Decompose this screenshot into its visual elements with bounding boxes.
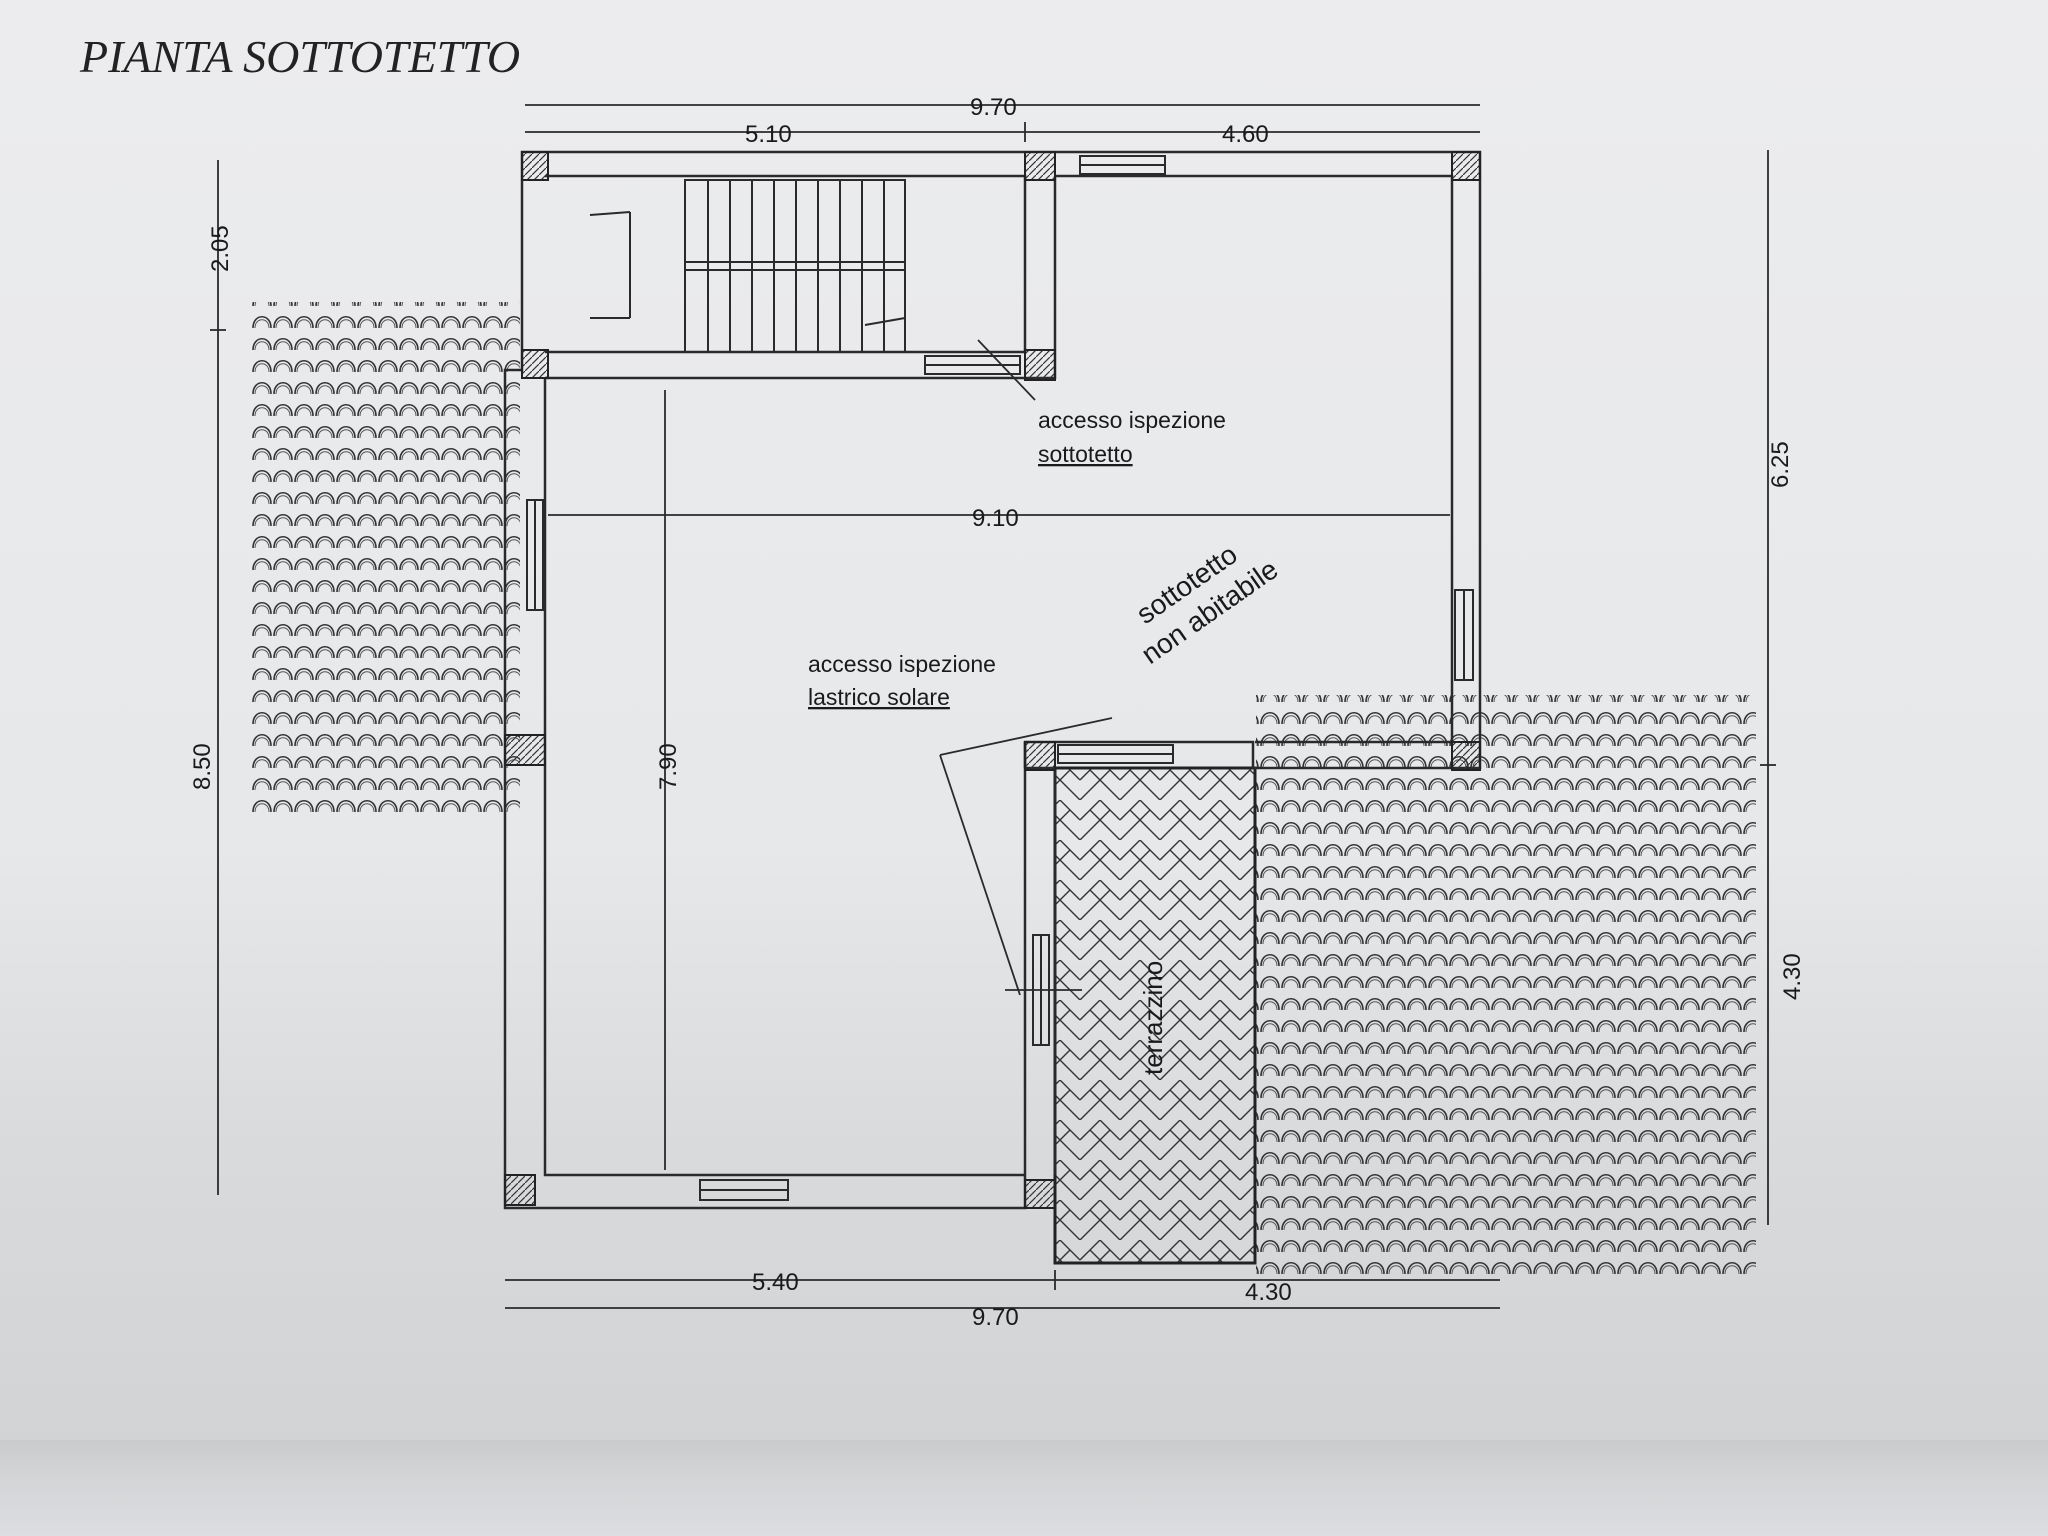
roof-tiles-left — [252, 302, 520, 812]
dim-bottom-right: 4.30 — [1245, 1279, 1292, 1306]
access-roof-label-1: accesso ispezione — [808, 651, 996, 677]
paper-shadow — [0, 1440, 2048, 1536]
staircase — [589, 179, 906, 353]
dim-right-upper: 6.25 — [1767, 441, 1794, 488]
access-attic-label-1: accesso ispezione — [1038, 407, 1226, 433]
dimension-lines — [210, 104, 1776, 1309]
dim-top-right: 4.60 — [1222, 121, 1269, 148]
access-attic-label-2: sottotetto — [1038, 441, 1133, 467]
dim-left-lower: 8.50 — [189, 743, 216, 790]
dimension-labels: 9.70 5.10 4.60 9.10 7.90 2.05 8.50 6.25 … — [189, 94, 1806, 1331]
terrace-floor — [1053, 766, 1257, 1265]
dim-interior-height: 7.90 — [655, 743, 682, 790]
dim-bottom-left: 5.40 — [752, 1269, 799, 1296]
terrace-label: terrazzino — [1138, 961, 1168, 1075]
roof-tiles-right — [1256, 695, 1756, 1275]
dim-top-total: 9.70 — [970, 94, 1017, 121]
plan-title: PIANTA SOTTOTETTO — [79, 31, 520, 82]
dim-left-upper: 2.05 — [207, 225, 234, 272]
dim-bottom-total: 9.70 — [972, 1304, 1019, 1331]
wall-corners — [504, 151, 1481, 1209]
dim-right-lower: 4.30 — [1779, 953, 1806, 1000]
access-roof-label-2: lastrico solare — [808, 684, 950, 710]
dim-top-left: 5.10 — [745, 121, 792, 148]
dim-interior-width: 9.10 — [972, 505, 1019, 532]
